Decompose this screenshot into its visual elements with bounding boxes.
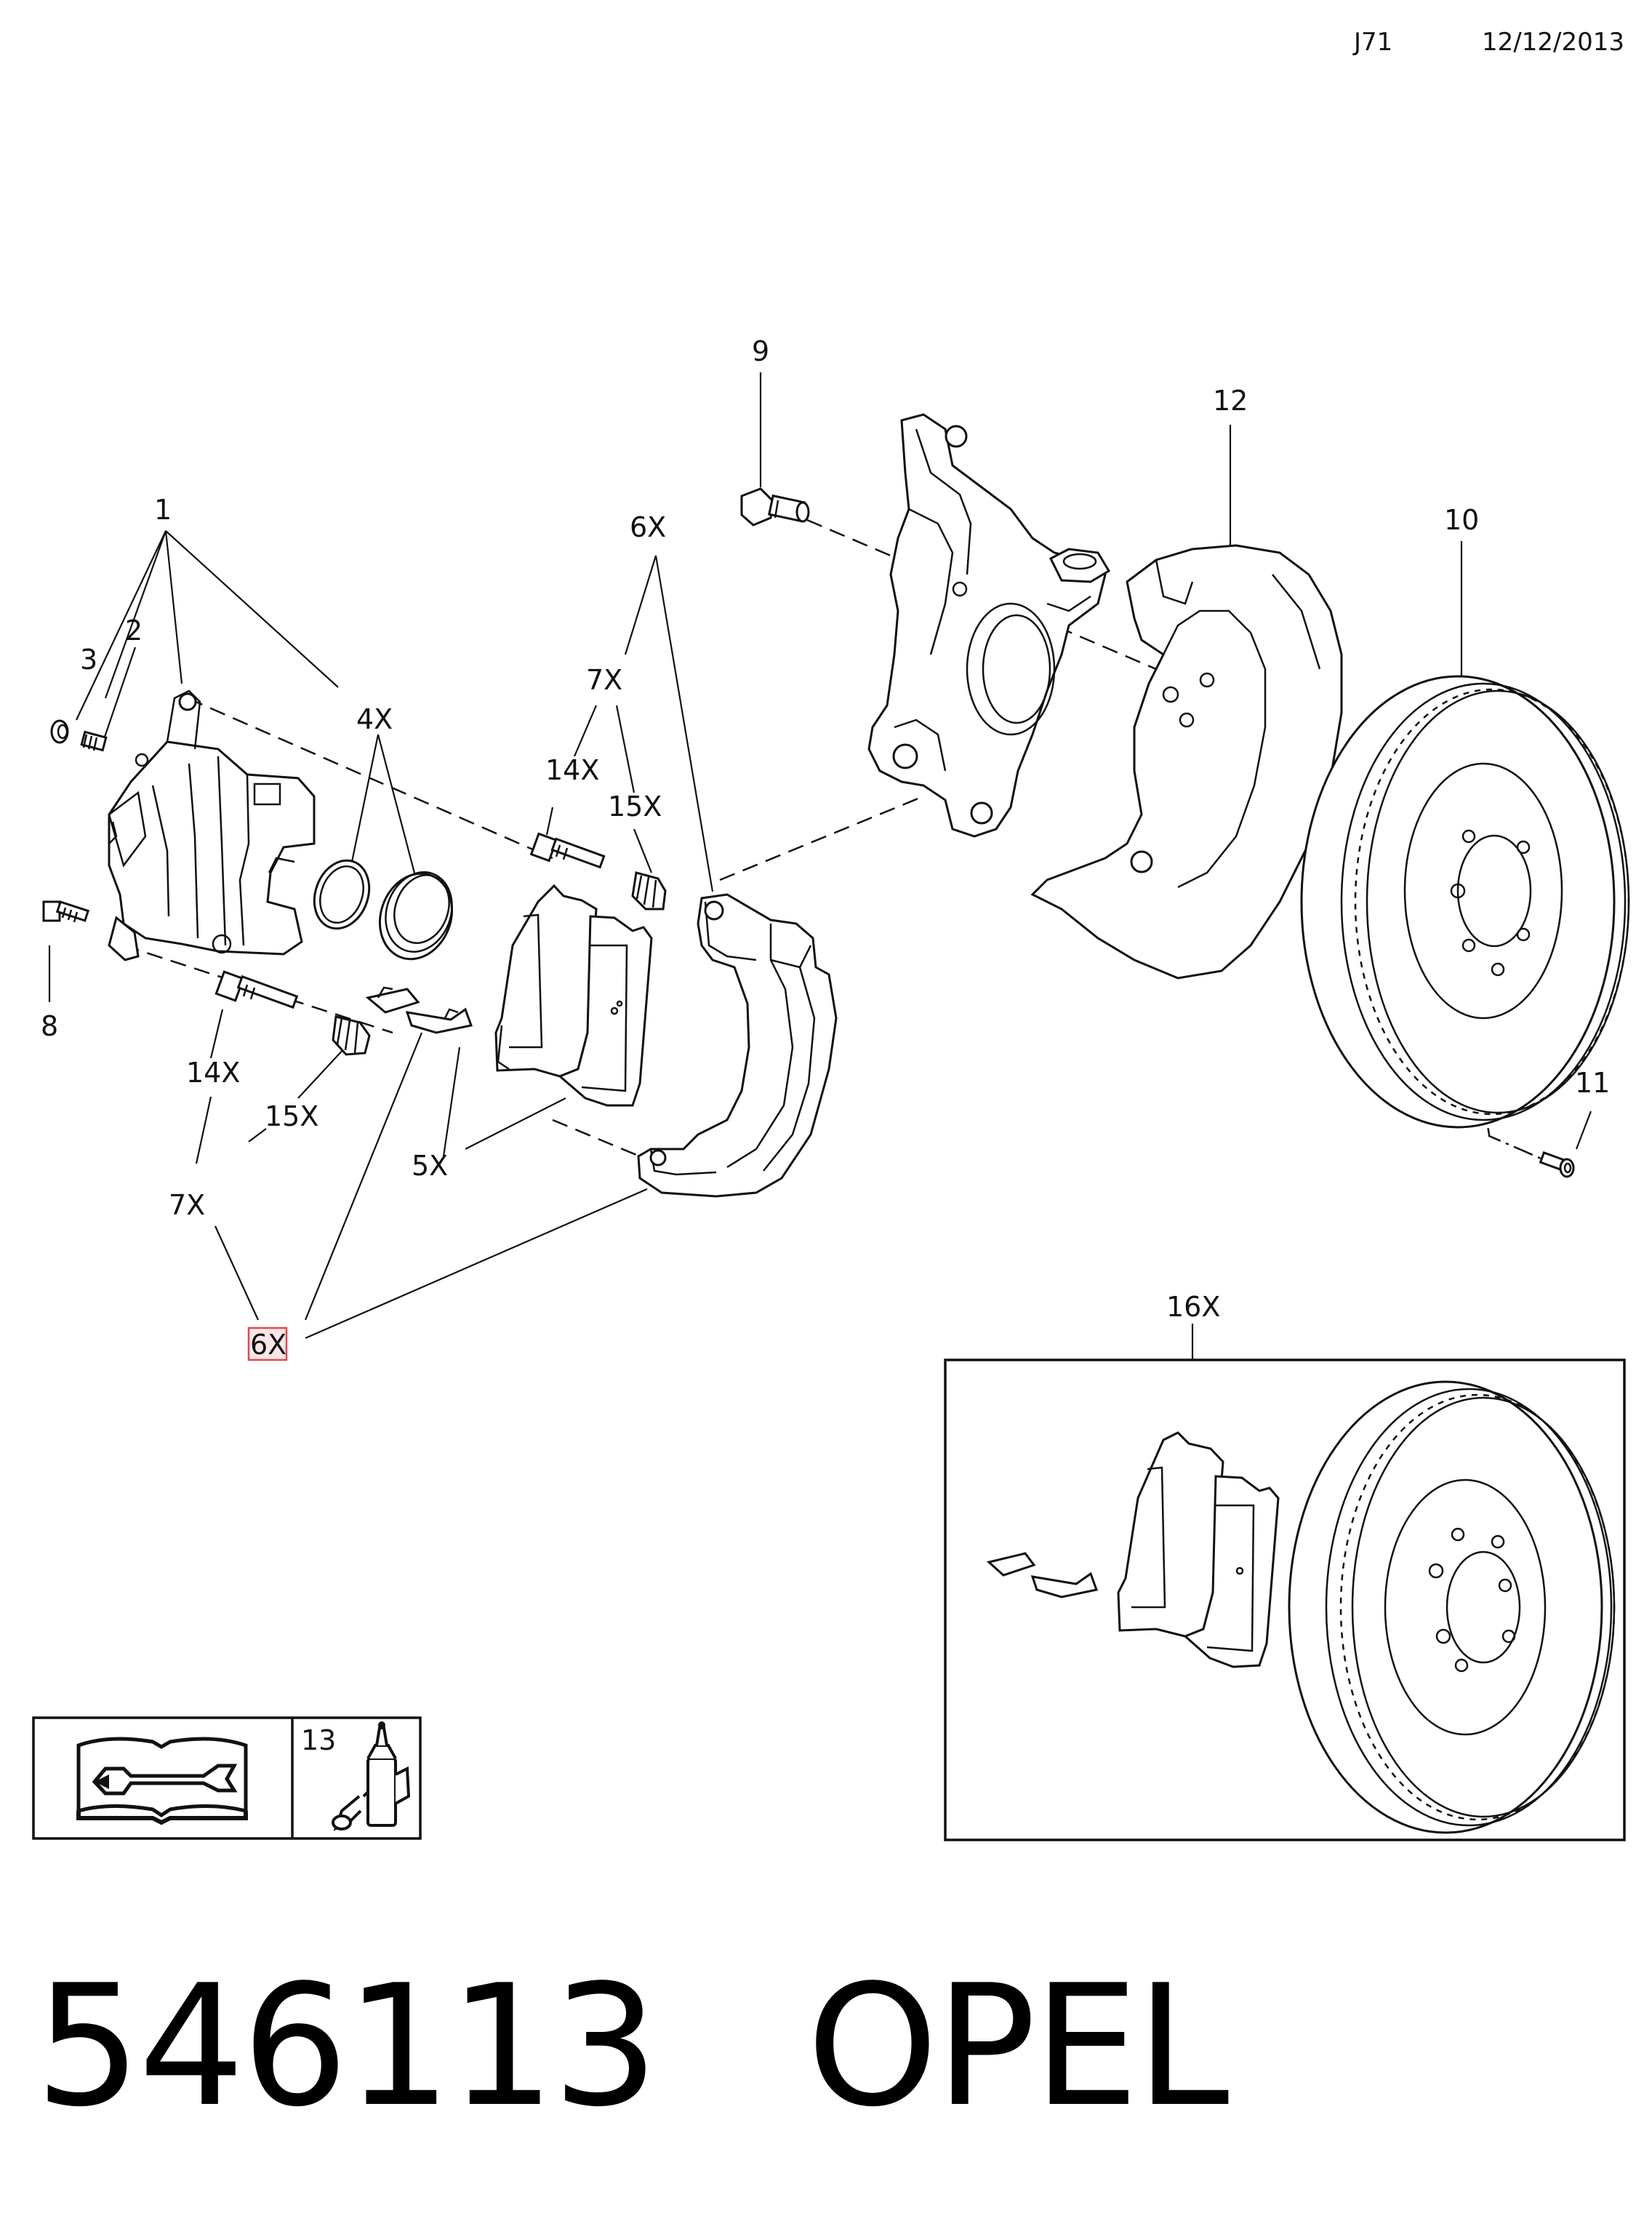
callout-11: 11 — [1575, 1067, 1610, 1099]
callout-7x-bottom: 7X — [169, 1189, 205, 1221]
bleeder-cap — [50, 719, 69, 744]
header-date: 12/12/2013 — [1482, 28, 1624, 57]
callout-6x-highlight[interactable] — [247, 1326, 288, 1361]
header-code: J71 — [1354, 28, 1393, 57]
callout-15x-bottom: 15X — [265, 1100, 318, 1132]
bleeder-screw — [80, 730, 108, 752]
callout-14x-bottom: 14X — [186, 1057, 240, 1089]
caliper-bolt-lower — [42, 900, 90, 923]
callout-5x: 5X — [412, 1150, 448, 1182]
callout-2: 2 — [125, 615, 143, 647]
service-manual-wrench-icon — [76, 1737, 248, 1825]
callout-12: 12 — [1213, 385, 1248, 417]
guide-pin-boot-lower — [332, 1015, 371, 1056]
callout-16x: 16X — [1166, 1291, 1220, 1323]
guide-pin-upper — [529, 832, 606, 869]
caliper-carrier-bracket — [637, 893, 838, 1198]
brake-dust-shield — [1030, 544, 1343, 980]
axis-pad-carrier — [552, 1118, 641, 1158]
brake-pad-outer — [494, 884, 598, 1078]
piston-seal — [313, 859, 371, 930]
axis-disc-screw — [1446, 887, 1557, 1166]
axis-knuckle-bolt — [806, 519, 1157, 671]
axis-upper-guide-pin — [187, 697, 553, 860]
brake-pad-inner — [558, 915, 653, 1107]
callout-7x-top: 7X — [586, 664, 622, 696]
dust-boot — [378, 871, 454, 961]
callout-3: 3 — [80, 644, 97, 676]
footer-title: 546113 OPEL — [35, 1964, 1230, 2131]
callout-4x: 4X — [356, 703, 393, 735]
axis-lower-guide-pin — [123, 944, 393, 1034]
callout-9: 9 — [752, 335, 769, 367]
guide-pin-lower — [214, 970, 299, 1009]
callout-10: 10 — [1444, 504, 1479, 536]
pad-retaining-clip — [365, 986, 473, 1034]
knuckle-bolt — [740, 487, 810, 527]
leader-lines — [48, 372, 1592, 1360]
part-number: 546113 — [35, 1950, 659, 2144]
steering-knuckle — [867, 413, 1111, 838]
brand-name: OPEL — [806, 1950, 1229, 2144]
callout-1: 1 — [154, 494, 172, 526]
callout-6x-bottom[interactable]: 6X — [250, 1329, 286, 1361]
callout-13: 13 — [301, 1724, 336, 1756]
callout-15x-top: 15X — [608, 791, 662, 823]
thread-locker-bottle-icon — [332, 1721, 411, 1831]
brake-disc — [1300, 675, 1630, 1129]
service-kit-box — [944, 1358, 1626, 1841]
disc-retaining-screw — [1539, 1151, 1575, 1178]
guide-pin-boot-upper — [631, 871, 667, 911]
callout-14x-top: 14X — [545, 754, 599, 786]
callout-8: 8 — [41, 1010, 58, 1042]
brake-caliper-housing — [108, 689, 316, 961]
axis-carrier-knuckle — [719, 795, 924, 881]
callout-6x-top: 6X — [630, 511, 666, 543]
